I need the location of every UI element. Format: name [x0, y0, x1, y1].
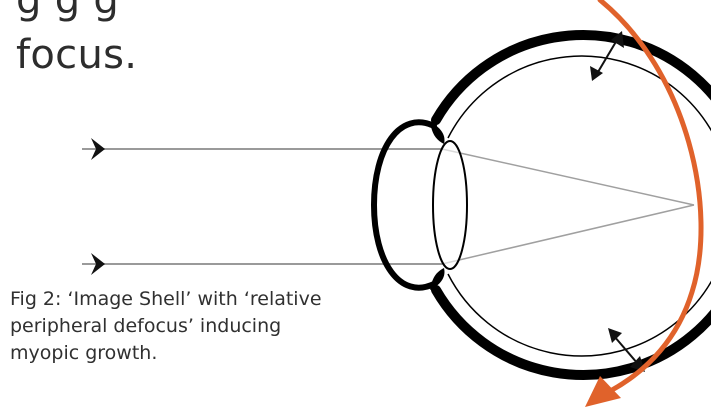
- refracted-ray-lower: [442, 205, 694, 264]
- image-shell-arrowhead-icon: [585, 376, 621, 407]
- iris-upper: [430, 122, 444, 144]
- cornea: [374, 122, 434, 287]
- defocus-arrow-upper: [598, 40, 617, 72]
- defocus-arrow-lower: [614, 336, 638, 364]
- refracted-ray-upper: [442, 149, 694, 205]
- lens: [433, 141, 467, 269]
- figure-caption: Fig 2: ‘Image Shell’ with ‘relative peri…: [10, 286, 340, 367]
- defocus-arrowhead-lower-base-icon: [608, 328, 622, 343]
